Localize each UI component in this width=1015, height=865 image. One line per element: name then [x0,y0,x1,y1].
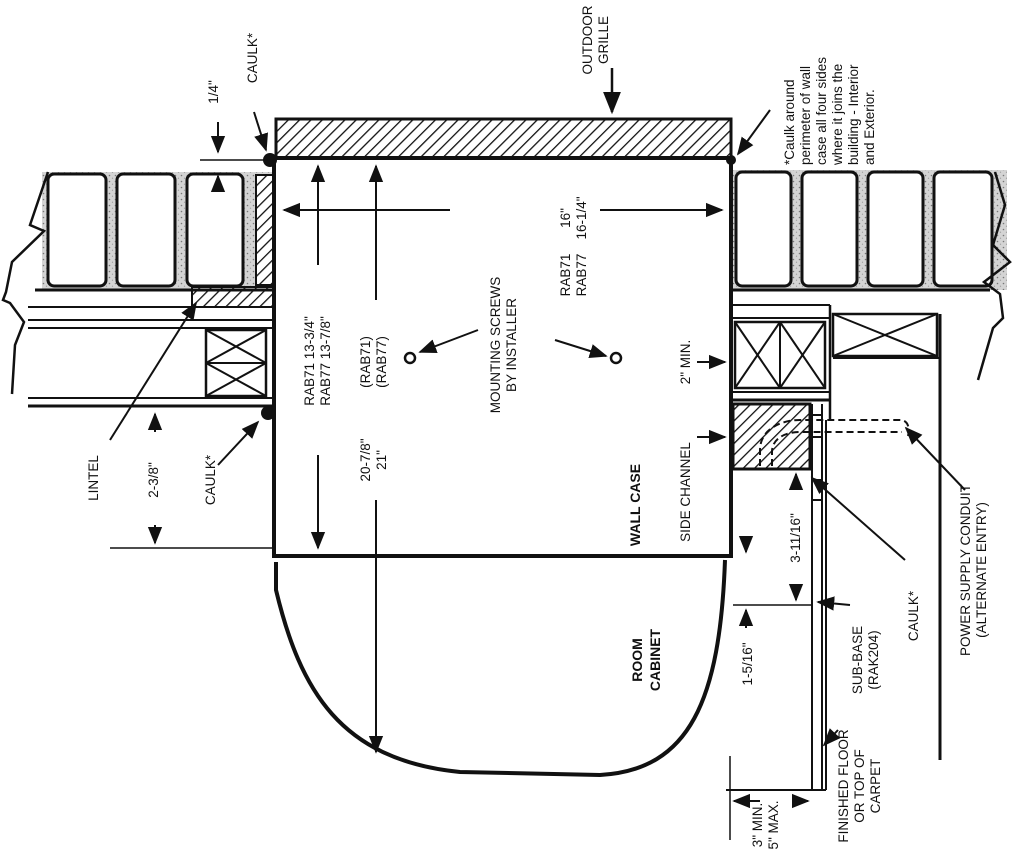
power-conduit-inner [771,431,902,466]
room-cabinet-label-1: ROOM [629,638,645,682]
min-max-label-1: 3" MIN. [750,803,765,848]
caulk-bottom-leader [217,420,260,466]
caulk-note-1: *Caulk around [782,79,797,165]
mounting-screw-right [609,351,623,365]
caulk-note-6: and Exterior. [862,89,877,165]
floor-leader [822,728,841,747]
side-channel-area [726,398,910,791]
right-wall [726,155,1012,760]
dimension-lines [109,109,966,840]
room-cabinet-outline [274,559,727,778]
left-brick-1 [46,172,108,288]
caulk-note-2: perimeter of wall [798,66,813,165]
height2-rab71-val: 20-7/8" [358,438,373,481]
left-brick-2 [115,172,177,288]
height2-rab77-model: (RAB77) [374,336,389,388]
mounting-screws-label-2: BY INSTALLER [504,298,519,392]
mounting-leader-right [554,339,608,359]
power-conduit-label-1: POWER SUPPLY CONDUIT [958,484,973,656]
outdoor-grille-label-1: OUTDOOR [580,5,595,74]
caulk-right-label: CAULK* [906,590,921,641]
lintel-label: LINTEL [86,455,101,501]
right-brick-3 [866,170,925,288]
left-hatched-shim [255,174,275,286]
wall-case [272,156,733,778]
height2-rab71-model: (RAB71) [358,336,373,388]
mounting-screw-left [403,351,417,365]
caulk-top-leader [253,111,268,152]
left-brick-3 [185,172,245,288]
left-wall [1,153,277,420]
right-brick-2 [800,170,859,288]
width-val-16: 16" [558,208,573,228]
caulk-bead-bottom-left [261,406,275,420]
height1-rab77: RAB77 13-7/8" [318,316,333,406]
caulk-note-4: where it joins the [830,64,845,166]
room-cabinet-label-2: CABINET [647,628,663,691]
sub-base-bracket-1 [811,414,823,438]
right-break-line [976,171,1012,381]
left-break-line [1,171,50,395]
right-header-x2 [832,313,938,357]
caulk-note-3: case all four sides [814,57,829,165]
caulk-right-leader [810,476,906,561]
right-brick-1 [734,170,793,288]
right-stud-x4 [779,321,826,389]
caulk-top-label: CAULK* [245,32,260,83]
power-conduit [759,419,910,466]
lintel-leader [109,301,197,441]
caulk-bottom-label: CAULK* [203,454,218,505]
power-leader [904,426,966,491]
min-max-label-2: 5" MAX. [766,800,781,849]
left-stud-x4 [205,362,267,397]
height2-rab77-val: 21" [374,450,389,470]
sub-base-leader [816,596,851,611]
side-channel-block [731,402,812,471]
width-model-rab77: RAB77 [574,254,589,297]
sub-base-label-1: SUB-BASE [850,626,865,694]
two-three-eighths-label: 2-3/8" [146,462,161,498]
outdoor-grille-label-2: GRILLE [596,16,611,64]
right-brick-4 [932,170,994,288]
labels: 1/4" CAULK* OUTDOOR GRILLE *Caulk around… [86,5,989,849]
height1-rab71: RAB71 13-3/4" [302,316,317,406]
caulk-note-5: building - Interior [846,64,861,165]
right-stud-x2 [734,321,781,389]
three-eleven-label: 3-11/16" [788,513,803,563]
left-stud-x2 [205,329,267,364]
side-channel-label: SIDE CHANNEL [678,442,693,542]
width-val-16-1-4: 16-1/4" [574,196,589,239]
mounting-screws-label-1: MOUNTING SCREWS [488,277,503,414]
caulk-note-leader [736,109,771,156]
sub-base-label-2: (RAK204) [866,630,881,689]
one-five-label: 1-5/16" [740,642,755,685]
finished-floor-label-1: FINISHED FLOOR [836,729,851,843]
finished-floor-label-3: CARPET [868,759,883,814]
finished-floor-label-2: OR TOP OF [852,749,867,823]
width-model-rab71: RAB71 [558,254,573,297]
quarter-inch-label: 1/4" [206,80,221,104]
two-min-label: 2" MIN. [678,340,693,385]
mounting-leader-left [418,329,479,353]
wall-case-label: WALL CASE [627,464,643,546]
outdoor-grille [274,117,733,160]
power-conduit-label-2: (ALTERNATE ENTRY) [974,502,989,638]
